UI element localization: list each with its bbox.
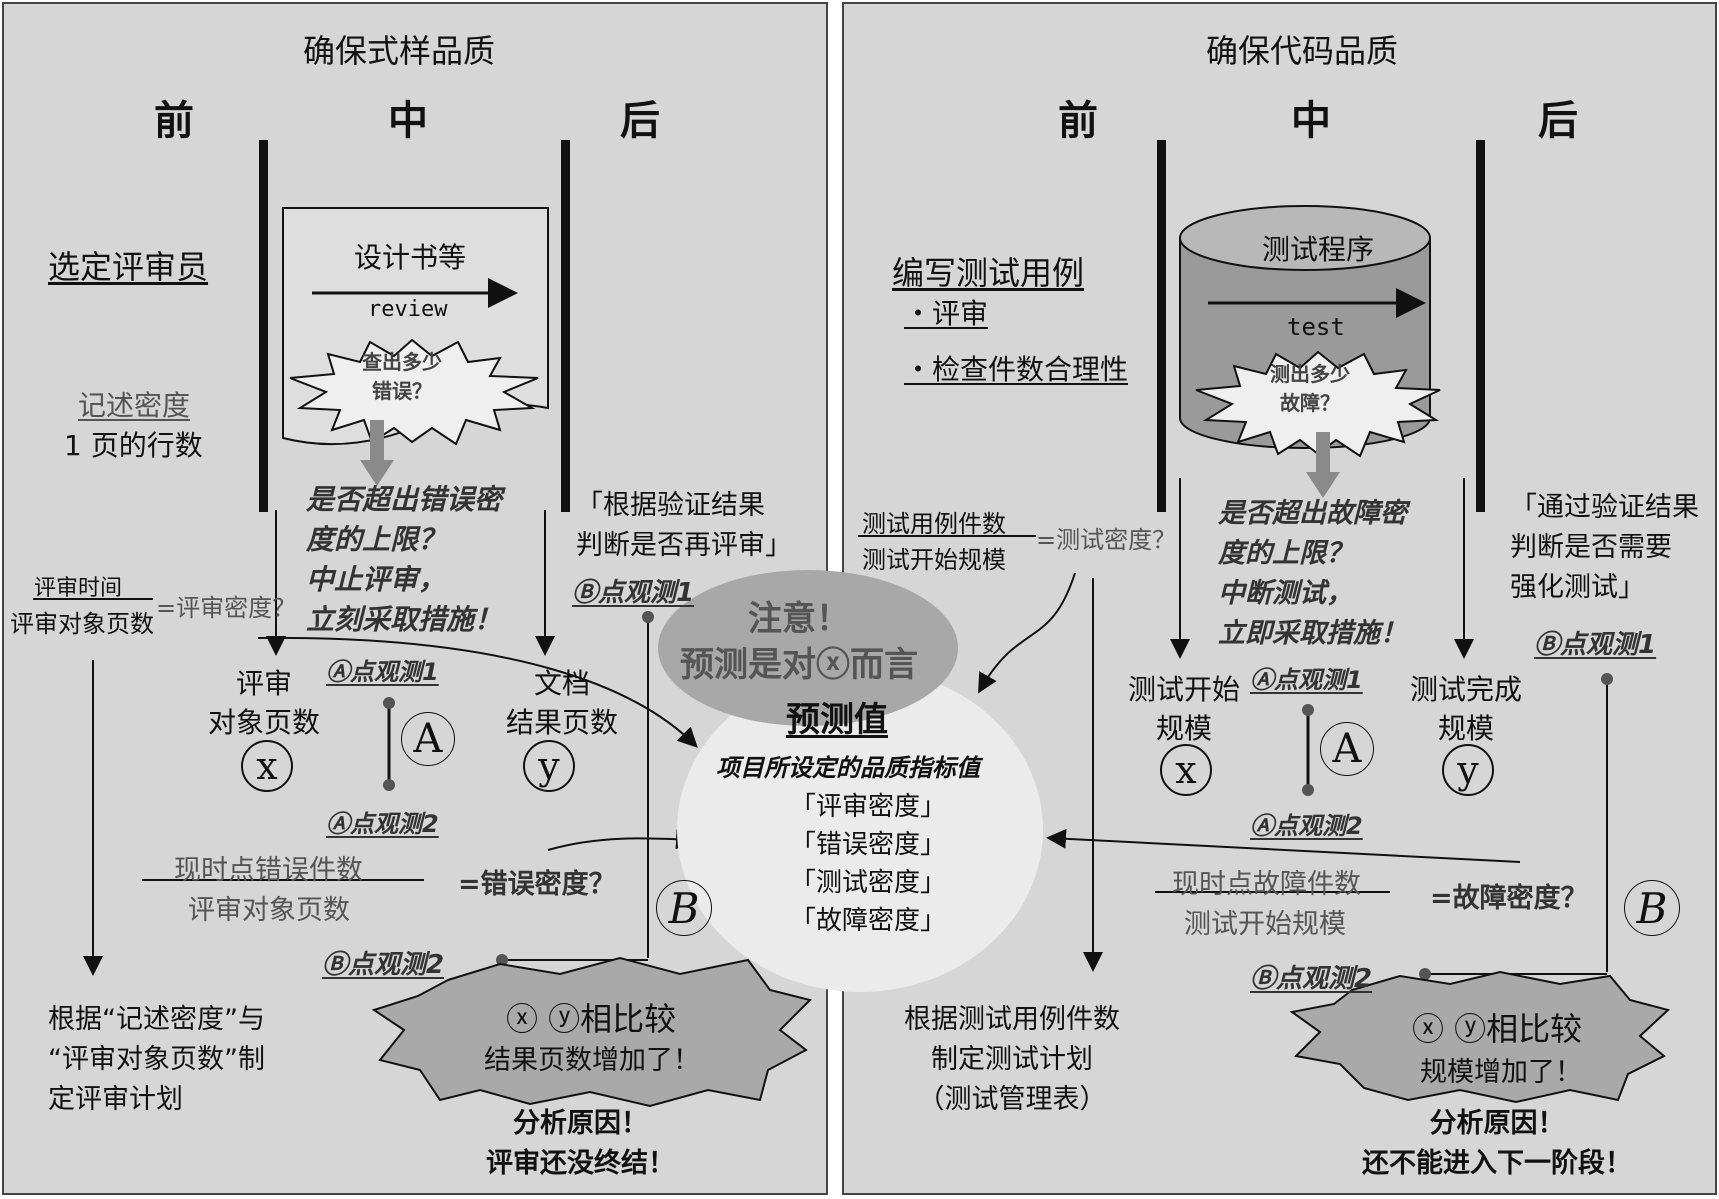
review-arrow-label: review (368, 297, 448, 322)
left-burst (289, 338, 539, 446)
scale-den-label: 测试开始规模 (862, 546, 1006, 574)
right-phase-during: 中 (1291, 98, 1331, 144)
left-obs-a1: Ⓐ点观测1 (326, 658, 439, 686)
left-obs-b1: Ⓑ点观测1 (572, 578, 695, 608)
left-burst-question: 查出多少 错误？ (362, 350, 442, 403)
left-obs-b2: Ⓑ点观测2 (322, 950, 445, 980)
left-exceed-warning: 是否超出错误密 度的上限？ 中止评审， 立刻采取措施！ (306, 483, 503, 636)
left-x-label: 评审 对象页数 (208, 667, 321, 739)
right-fault-count-label: 现时点故障件数 (1172, 869, 1361, 900)
left-gray-arrow (370, 420, 384, 462)
right-phase-before: 前 (1058, 98, 1098, 144)
review-density-label: =评审密度？ (156, 594, 297, 622)
attention-bubble (658, 570, 958, 726)
left-phase-bar-1 (259, 140, 268, 512)
right-analyze-note: 分析原因！ 还不能进入下一阶段！ (1362, 1108, 1632, 1179)
prediction-subtitle: 项目所设定的品质指标值 (716, 754, 980, 782)
left-obs-a2: Ⓐ点观测2 (326, 810, 439, 838)
right-a-symbol: A (1320, 722, 1374, 776)
right-title: 确保代码品质 (1206, 32, 1399, 70)
right-compare-burst (1289, 970, 1671, 1104)
left-plan-note: 根据“记述密度”与 “评审对象页数”制 定评审计划 (48, 1004, 265, 1115)
left-phase-bar-2 (561, 140, 570, 512)
right-gray-arrow (1316, 432, 1330, 474)
right-phase-after: 后 (1538, 98, 1578, 144)
doc-label: 设计书等 (354, 241, 467, 274)
right-fault-den-label: 测试开始规模 (1184, 909, 1346, 940)
case-count-label: 测试用例件数 (862, 510, 1006, 538)
left-analyze-note: 分析原因！ 评审还没终结！ (486, 1108, 675, 1179)
left-title: 确保式样品质 (303, 32, 496, 70)
left-y-label: 文档 结果页数 (506, 667, 619, 739)
left-phase-before: 前 (154, 98, 194, 144)
select-reviewer-label: 选定评审员 (48, 248, 209, 286)
prediction-item-2: 「错误密度」 (790, 830, 947, 860)
attention-text: 注意！ 预测是对ⓧ而言 (680, 599, 918, 685)
right-y-label: 测试完成 规模 (1410, 673, 1523, 745)
right-verify-note: 「通过验证结果 判断是否需要 强化测试」 (1510, 492, 1699, 603)
review-pages-label: 评审对象页数 (10, 610, 154, 638)
right-obs-b2: Ⓑ点观测2 (1250, 964, 1373, 994)
right-exceed-warning: 是否超出故障密 度的上限？ 中断测试， 立即采取措施！ (1218, 498, 1407, 649)
write-cases-label: 编写测试用例 (892, 254, 1085, 292)
right-obs-a1: Ⓐ点观测1 (1250, 666, 1363, 694)
right-phase-bar-2 (1476, 140, 1485, 512)
right-fault-density-label: =故障密度？ (1430, 883, 1588, 914)
right-x-symbol: x (1160, 744, 1212, 796)
right-burst-question: 测出多少 故障？ (1270, 362, 1350, 415)
left-x-symbol: x (241, 740, 293, 792)
left-verify-note: 「根据验证结果 判断是否再评审」 (576, 490, 792, 561)
left-phase-after: 后 (620, 98, 660, 144)
prediction-item-1: 「评审密度」 (790, 792, 947, 822)
test-density-label: =测试密度？ (1036, 526, 1177, 554)
bullet-check: ・检查件数合理性 (904, 353, 1129, 386)
right-y-symbol: y (1442, 744, 1494, 796)
prediction-item-3: 「测试密度」 (790, 868, 947, 898)
prediction-item-4: 「故障密度」 (790, 906, 947, 936)
prediction-title: 预测值 (786, 700, 888, 740)
desc-density-label: 记述密度 (78, 389, 191, 422)
left-err-count-label: 现时点错误件数 (174, 855, 363, 886)
prediction-ellipse (677, 668, 1043, 992)
bullet-review: ・评审 (904, 297, 989, 330)
review-time-label: 评审时间 (34, 576, 123, 601)
left-err-den-label: 评审对象页数 (188, 895, 350, 926)
right-obs-b1: Ⓑ点观测1 (1534, 630, 1657, 660)
right-compare-title: ⓧ ⓨ相比较 (1412, 1010, 1583, 1048)
right-phase-bar-1 (1157, 140, 1166, 512)
left-b-symbol: B (656, 880, 712, 936)
left-phase-during: 中 (388, 98, 428, 144)
left-compare-title: ⓧ ⓨ相比较 (506, 1000, 677, 1038)
test-arrow-label: test (1287, 313, 1345, 341)
left-compare-burst (371, 956, 812, 1108)
lines-per-page-label: 1 页的行数 (64, 429, 203, 462)
right-plan-note: 根据测试用例件数 制定测试计划 （测试管理表） (904, 1004, 1120, 1115)
left-err-density-label: =错误密度？ (458, 869, 616, 900)
right-b-symbol: B (1624, 880, 1680, 936)
cylinder-label: 测试程序 (1262, 233, 1375, 266)
left-y-symbol: y (523, 740, 575, 792)
left-a-symbol: A (401, 712, 455, 766)
left-compare-note: 结果页数增加了！ (484, 1045, 700, 1076)
right-x-label: 测试开始 规模 (1128, 673, 1241, 745)
right-obs-a2: Ⓐ点观测2 (1250, 812, 1363, 840)
right-compare-note: 规模增加了！ (1420, 1057, 1582, 1088)
